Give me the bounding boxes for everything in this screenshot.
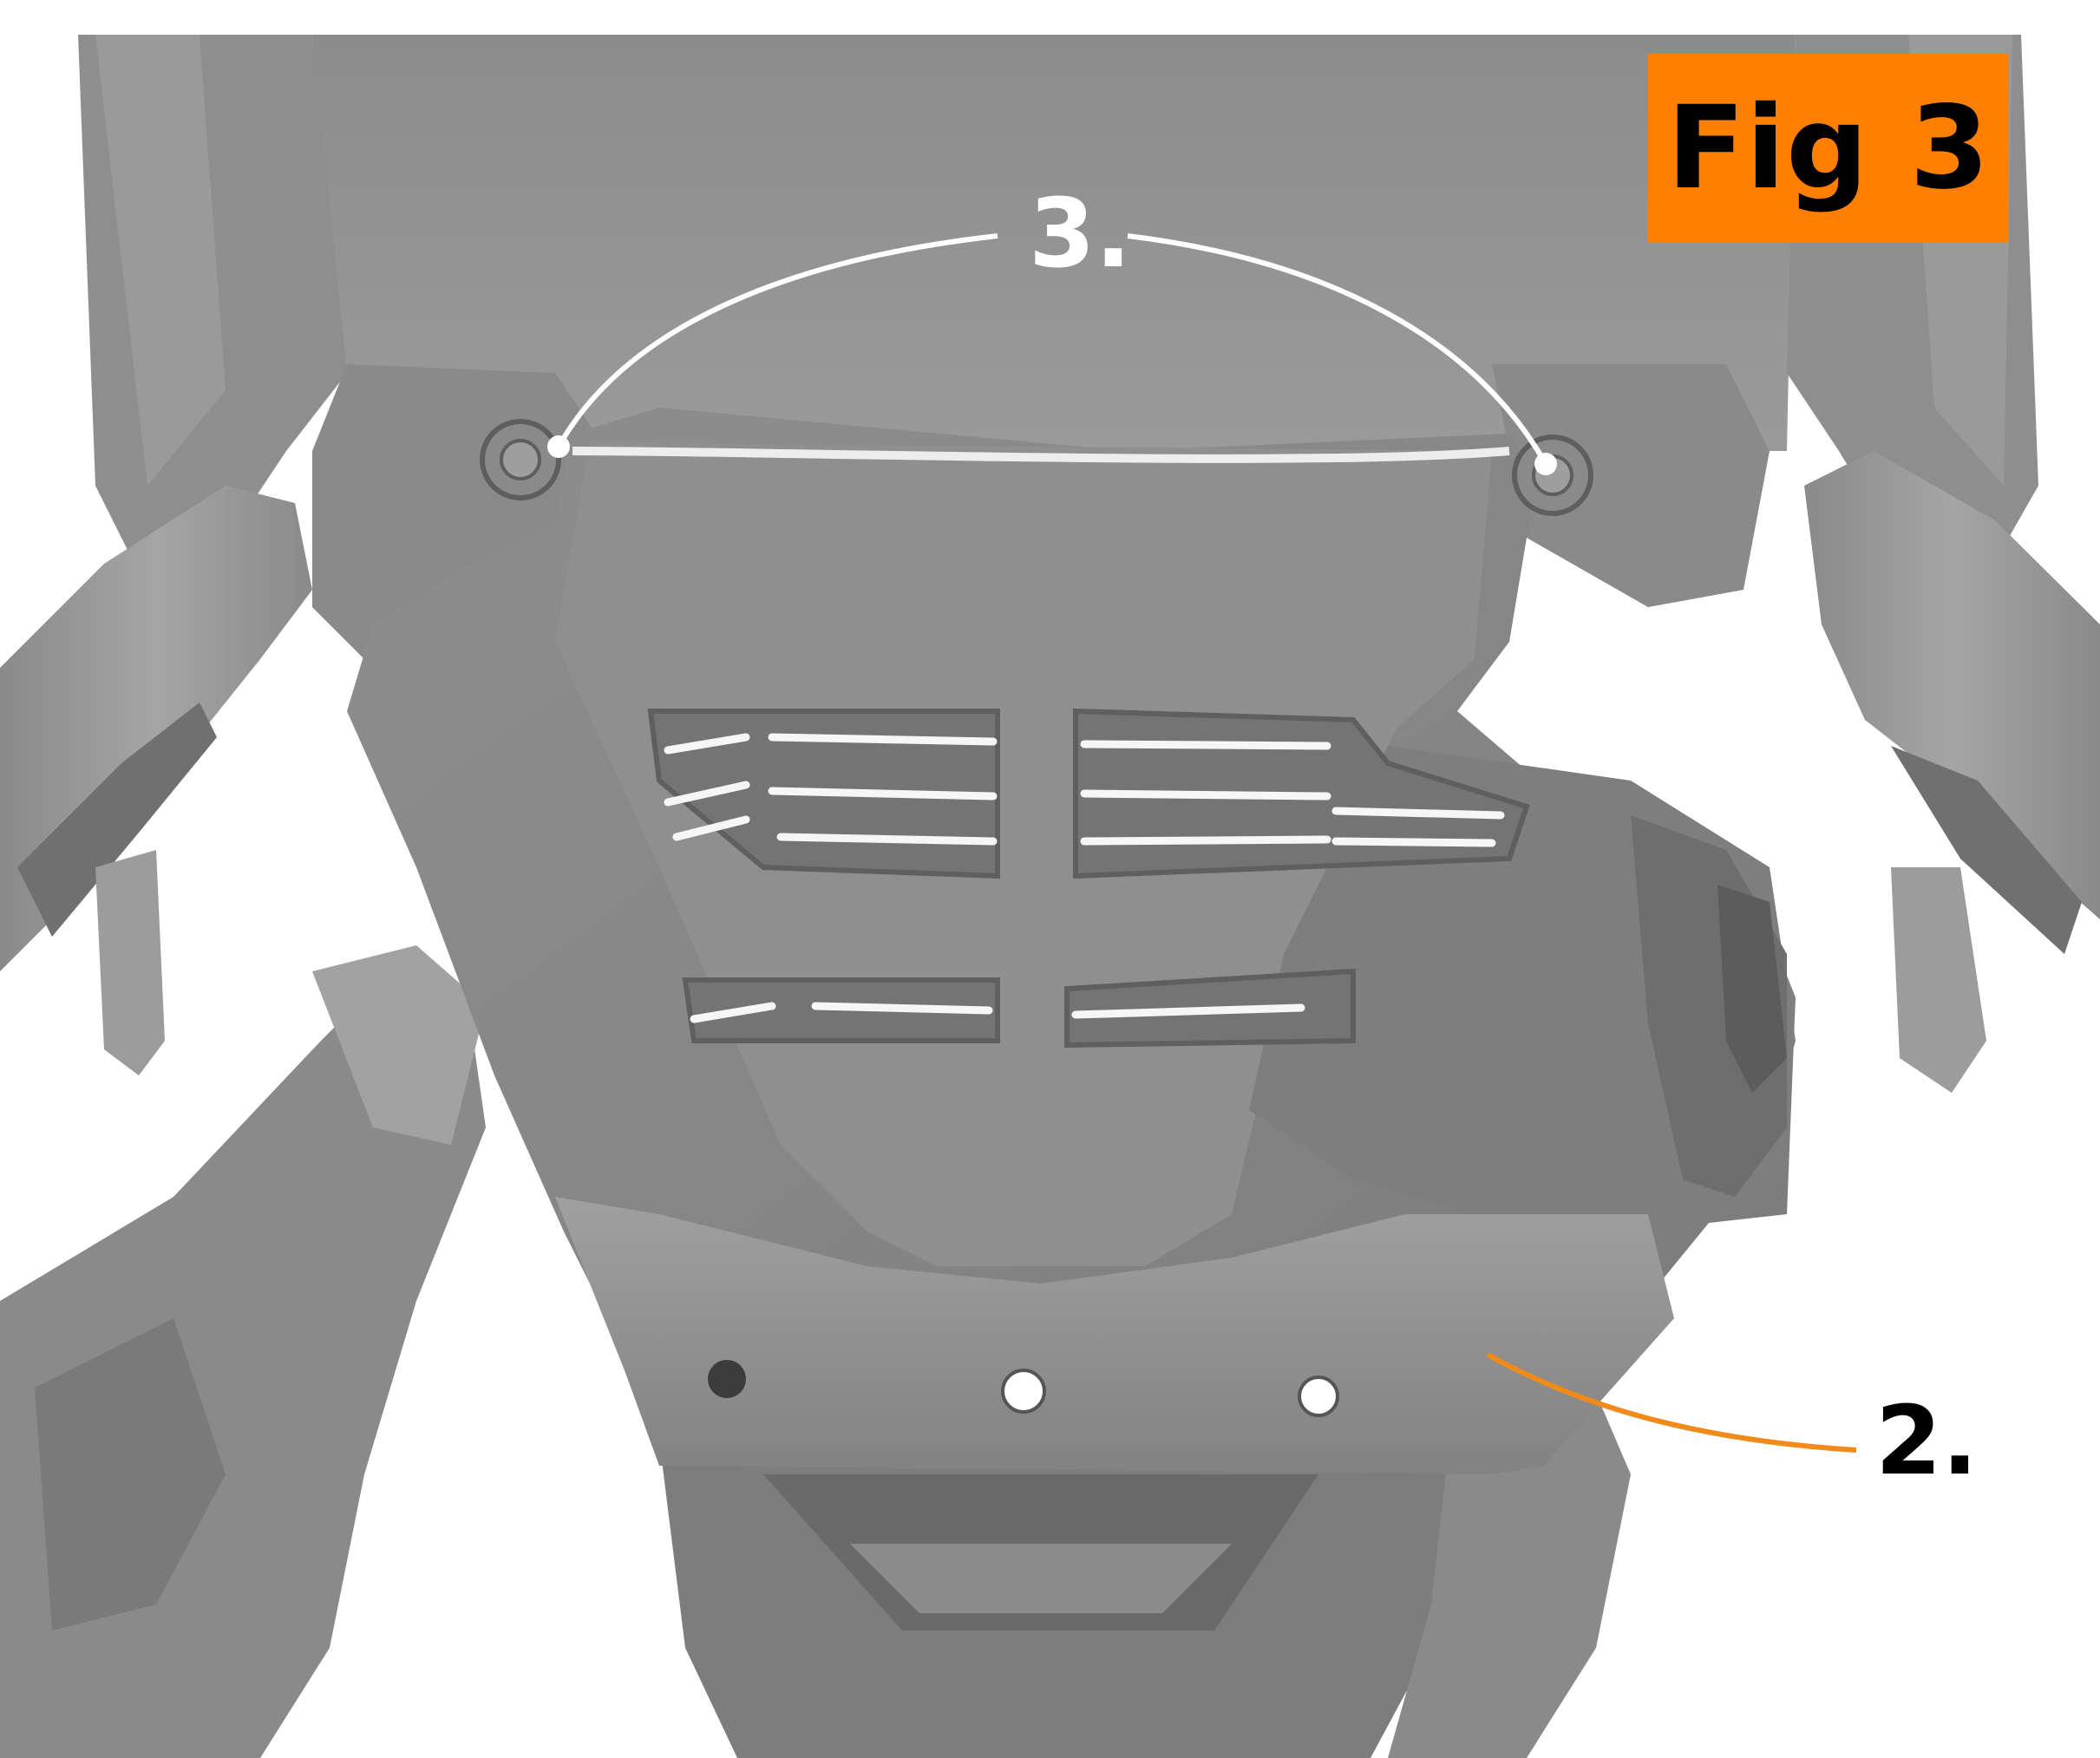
right-bolt-bracket: [1492, 364, 1770, 607]
callout-3-leader: [547, 233, 1557, 475]
callout-label-2: 2.: [1875, 1385, 1979, 1496]
right-frame-tube: [1804, 451, 2100, 919]
callout-2-leader: [1486, 1352, 1857, 1453]
figure-badge: Fig 3: [1666, 82, 1991, 215]
plate-holes: [708, 1360, 1339, 1417]
fig-badge-background: [1648, 54, 2009, 243]
callout-label-3: 3.: [1029, 178, 1132, 289]
bolt-right: [1512, 435, 1593, 516]
seat-back: [312, 35, 1796, 451]
skid-plate-lip: [555, 1197, 1674, 1474]
bolt-left: [480, 419, 561, 500]
